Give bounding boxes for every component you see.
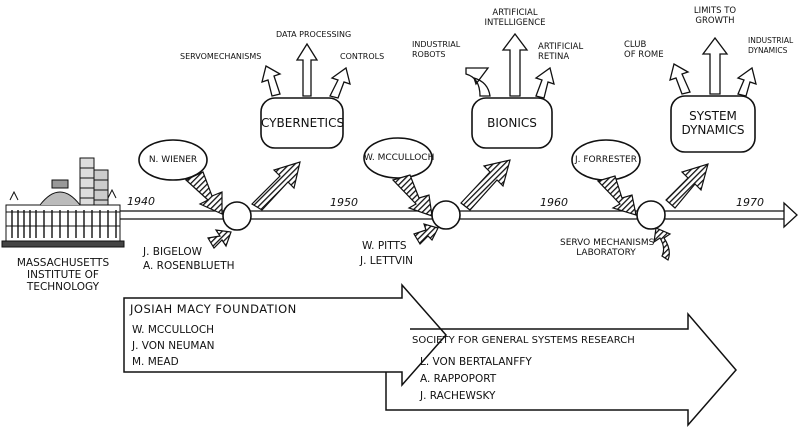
wiener-name: N. WIENER — [148, 155, 198, 165]
offshoot-data-processing: DATA PROCESSING — [276, 30, 352, 39]
junction-1 — [222, 201, 252, 231]
system-dynamics-box — [670, 95, 756, 153]
offshoot-ai-line-1: ARTIFICIAL — [492, 8, 538, 18]
offshoot-limits-to-growth: LIMITS TO GROWTH — [682, 6, 748, 26]
offshoot-id-line-1: INDUSTRIAL — [748, 36, 794, 45]
macy-member-2: J. VON NEUMAN — [132, 340, 215, 352]
year-1950: 1950 — [330, 196, 358, 209]
bigelow-name: J. BIGELOW — [143, 246, 202, 258]
servo-lab-line-1: SERVO MECHANISMS — [560, 238, 655, 248]
sgsr-arrow — [385, 311, 737, 427]
sgsr-member-1: L. VON BERTALANFFY — [420, 356, 532, 368]
system-dynamics-label: SYSTEM DYNAMICS — [671, 109, 755, 137]
mit-label-line-2: INSTITUTE OF — [27, 269, 99, 281]
servo-lab-label: SERVO MECHANISMS LABORATORY — [560, 238, 655, 258]
offshoot-controls: CONTROLS — [340, 52, 385, 61]
offshoot-artificial-retina: ARTIFICIAL RETINA — [538, 42, 583, 62]
bionics-label: BIONICS — [487, 116, 537, 130]
year-1970: 1970 — [736, 196, 764, 209]
offshoot-artificial-intelligence: ARTIFICIAL INTELLIGENCE — [476, 8, 554, 28]
bionics-box — [471, 97, 553, 149]
cybernetics-label: CYBERNETICS — [261, 116, 345, 130]
offshoot-retina-line-1: ARTIFICIAL — [538, 42, 584, 52]
offshoot-limits-line-2: GROWTH — [695, 16, 735, 26]
offshoot-id-line-2: DYNAMICS — [748, 46, 788, 55]
offshoot-industrial-dynamics: INDUSTRIAL DYNAMICS — [748, 36, 793, 56]
offshoot-retina-line-2: RETINA — [538, 52, 570, 62]
input-arrows — [184, 171, 672, 261]
wiener-oval — [138, 139, 208, 181]
offshoot-club-line-1: CLUB — [624, 40, 647, 50]
offshoot-club-of-rome: CLUB OF ROME — [624, 40, 664, 60]
forrester-name: J. FORRESTER — [575, 155, 637, 165]
offshoot-arrows — [261, 32, 757, 99]
sgsr-title: SOCIETY FOR GENERAL SYSTEMS RESEARCH — [412, 335, 635, 346]
year-1940: 1940 — [127, 195, 155, 208]
servo-lab-line-2: LABORATORY — [576, 248, 636, 258]
mit-label-line-3: TECHNOLOGY — [26, 281, 100, 293]
offshoot-limits-line-1: LIMITS TO — [693, 6, 737, 16]
mit-building-drawing — [1, 157, 125, 248]
year-1960: 1960 — [540, 196, 568, 209]
mit-label-line-1: MASSACHUSETTS — [16, 257, 110, 269]
macy-member-1: W. MCCULLOCH — [132, 324, 215, 336]
output-arrows — [251, 159, 709, 211]
pitts-name: W. PITTS — [362, 240, 407, 252]
cybernetics-box — [260, 97, 344, 149]
junction-2 — [431, 200, 461, 230]
macy-title: JOSIAH MACY FOUNDATION — [130, 302, 297, 316]
offshoot-club-line-2: OF ROME — [624, 50, 664, 60]
offshoot-industrial-robots-line-2: ROBOTS — [412, 50, 446, 59]
macy-arrow — [123, 283, 447, 387]
offshoot-ai-line-2: INTELLIGENCE — [484, 18, 546, 28]
system-dynamics-line-1: SYSTEM — [689, 109, 737, 123]
foundation-arrows — [123, 283, 737, 427]
offshoot-industrial-robots-line-1: INDUSTRIAL — [412, 40, 461, 49]
lettvin-name: J. LETTVIN — [360, 255, 414, 267]
junction-3 — [636, 200, 666, 230]
sgsr-member-2: A. RAPPOPORT — [420, 373, 497, 385]
offshoot-servomechanisms: SERVOMECHANISMS — [180, 52, 262, 61]
rosenblueth-name: A. ROSENBLUETH — [143, 260, 235, 272]
mcculloch-name: W. MCCULLOCH — [364, 153, 435, 163]
sgsr-member-3: J. RACHEWSKY — [420, 390, 496, 402]
macy-member-3: M. MEAD — [132, 356, 179, 368]
offshoot-industrial-robots: INDUSTRIAL ROBOTS — [412, 40, 460, 60]
mit-label: MASSACHUSETTS INSTITUTE OF TECHNOLOGY — [2, 257, 124, 293]
system-dynamics-line-2: DYNAMICS — [681, 123, 745, 137]
